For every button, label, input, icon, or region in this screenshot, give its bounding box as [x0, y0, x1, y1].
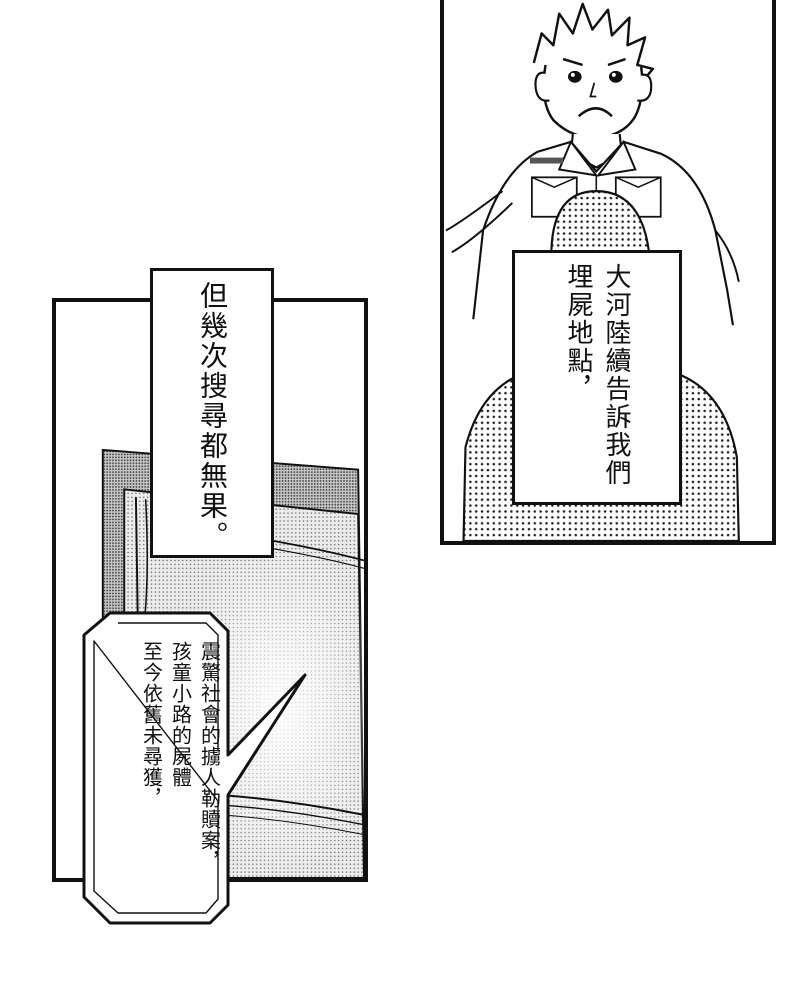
speech-bubble-shape	[82, 611, 307, 925]
caption-box-left: 但幾次搜尋都無果。	[150, 268, 274, 558]
speech-bubble-content: 震驚社會的擄人勒贖案， 孩童小路的屍體 至今依舊未尋獲，	[100, 641, 260, 921]
caption-box-right: 大河陸續告訴我們 埋屍地點，	[512, 250, 682, 505]
speech-bubble: 震驚社會的擄人勒贖案， 孩童小路的屍體 至今依舊未尋獲，	[70, 605, 370, 945]
caption-text-left: 但幾次搜尋都無果。	[196, 281, 229, 551]
speech-bubble-text: 震驚社會的擄人勒贖案， 孩童小路的屍體 至今依舊未尋獲，	[139, 641, 222, 872]
caption-text-right: 大河陸續告訴我們 埋屍地點，	[563, 263, 631, 487]
